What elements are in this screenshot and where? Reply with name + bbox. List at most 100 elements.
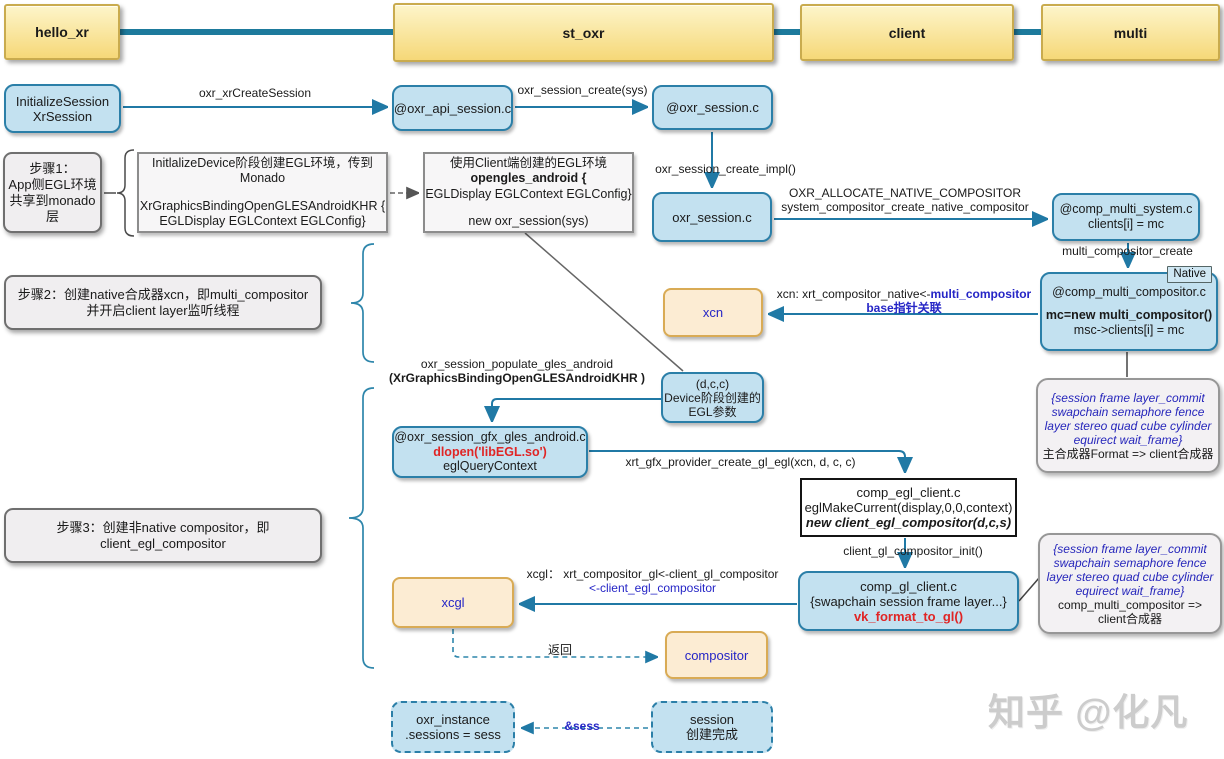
node-line: eglQueryContext [443, 459, 537, 474]
label-part: multi_compositor [930, 287, 1032, 301]
label-text: base指针关联 [866, 301, 942, 315]
label-text: OXR_ALLOCATE_NATIVE_COMPOSITOR [788, 186, 1022, 200]
label-part: xcn: xrt_compositor_native<- [776, 287, 931, 301]
label-text: system_compositor_create_native_composit… [781, 200, 1029, 214]
node-oxr-session-gfx: @oxr_session_gfx_gles_android.c dlopen('… [392, 426, 588, 478]
watermark-text: 知乎 @化凡 [988, 692, 1189, 733]
box-comp-egl-client: comp_egl_client.c eglMakeCurrent(display… [800, 478, 1017, 537]
header-multi-label: multi [1113, 24, 1148, 41]
node-line: InitializeSession [15, 93, 110, 109]
node-line: msc->clients[i] = mc [1073, 323, 1185, 337]
step3-brace [348, 387, 375, 669]
label-text: xcgl： xrt_compositor_gl<-client_gl_compo… [526, 567, 779, 581]
label-text: oxr_session_populate_gles_android [420, 357, 614, 371]
label-text: xcn: xrt_compositor_native<-multi_compos… [770, 287, 1038, 301]
node-dcc: (d,c,c) Device阶段创建的 EGL参数 [661, 372, 764, 423]
node-line: oxr_session.c [672, 209, 752, 225]
box-features-client: {session frame layer_commit swapchain se… [1038, 533, 1222, 634]
step2-brace [350, 243, 375, 363]
arrow-dcc-to-gfx [492, 398, 661, 422]
arrow-provider-create [589, 450, 905, 473]
label-text: <-client_egl_compositor [588, 581, 717, 595]
feature-line: comp_multi_compositor => [1057, 597, 1203, 612]
box-step2: 步骤2：创建native合成器xcn，即multi_compositor 并开启… [4, 275, 322, 330]
step-line: 步骤1： [29, 160, 76, 176]
label-alloc-native: OXR_ALLOCATE_NATIVE_COMPOSITOR system_co… [775, 186, 1035, 214]
label-text: oxr_xrCreateSession [198, 86, 312, 100]
node-oxr-instance: oxr_instance .sessions = sess [391, 701, 515, 753]
native-tag: Native [1167, 266, 1212, 283]
node-line: clients[i] = mc [1087, 217, 1165, 231]
node-line: @oxr_api_session.c [393, 100, 512, 116]
header-st-oxr-label: st_oxr [562, 24, 605, 41]
node-line: mc=new multi_compositor() [1045, 308, 1213, 322]
feature-line: 主合成器Format => client合成器 [1042, 446, 1214, 461]
node-line: comp_gl_client.c [860, 578, 957, 594]
box-line: EGLDisplay EGLContext EGLConfig} [425, 186, 632, 201]
feature-line: client合成器 [1097, 611, 1162, 626]
node-line: EGL参数 [688, 404, 737, 419]
watermark: 知乎 @化凡 [988, 682, 1188, 736]
header-client-label: client [888, 24, 926, 41]
step-line: 步骤3：创建非native compositor，即 [56, 519, 270, 535]
label-create-session: oxr_xrCreateSession [155, 86, 355, 100]
step-line: 并开启client layer监听线程 [86, 302, 240, 318]
feature-line: layer stereo quad cube cylinder [1046, 569, 1214, 584]
node-line: @oxr_session.c [666, 100, 759, 115]
label-session-create-impl: oxr_session_create_impl() [633, 162, 818, 176]
node-line: @oxr_session_gfx_gles_android.c [394, 430, 586, 445]
box-features-native: {session frame layer_commit swapchain se… [1036, 378, 1220, 473]
node-initialize-session: InitializeSession XrSession [4, 84, 121, 133]
node-comp-multi-compositor: Native @comp_multi_compositor.c mc=new m… [1040, 266, 1218, 351]
label-return: 返回 [538, 643, 582, 657]
label-text: oxr_session_create(sys) [517, 83, 648, 97]
node-oxr-session-hdr: @oxr_session.c [652, 85, 773, 130]
box-line: EGLDisplay EGLContext EGLConfig} [159, 214, 366, 228]
node-xcgl-label: xcgl [441, 595, 465, 610]
box-line: InitlalizeDevice阶段创建EGL环境，传到 [152, 155, 373, 170]
step-line: App侧EGL环境 [8, 176, 97, 192]
header-hello-xr: hello_xr [4, 4, 120, 60]
node-oxr-session: oxr_session.c [652, 192, 772, 242]
node-xcgl: xcgl [392, 577, 514, 628]
node-comp-multi-system: @comp_multi_system.c clients[i] = mc [1052, 193, 1200, 241]
node-xcn-label: xcn [702, 305, 724, 320]
label-text: multi_compositor_create [1062, 244, 1193, 258]
node-line: session [689, 712, 735, 727]
box-line: comp_egl_client.c [856, 485, 961, 500]
box-line: opengles_android { [470, 171, 587, 185]
node-compositor: compositor [665, 631, 768, 679]
box-line: Monado [239, 171, 286, 185]
feature-line: equirect wait_frame} [1075, 583, 1185, 598]
box-line: 使用Client端创建的EGL环境 [450, 155, 607, 170]
node-line-dlopen: dlopen('libEGL.so') [433, 444, 547, 459]
node-line: XrSession [32, 108, 93, 124]
feature-line: {session frame layer_commit [1051, 390, 1205, 405]
node-oxr-api-session: @oxr_api_session.c [392, 85, 513, 131]
step-line: 步骤2：创建native合成器xcn，即multi_compositor [17, 286, 309, 302]
label-text: 返回 [547, 643, 572, 657]
line-glclient-to-features [1018, 577, 1040, 602]
box-step1: 步骤1： App侧EGL环境 共享到monado层 [3, 152, 102, 233]
box-line: new oxr_session(sys) [468, 214, 589, 228]
node-line-vkformat: vk_format_to_gl() [853, 608, 964, 624]
node-line: .sessions = sess [405, 727, 501, 742]
node-xcn: xcn [663, 288, 763, 337]
node-line: @comp_multi_system.c [1059, 202, 1193, 216]
label-text: oxr_session_create_impl() [655, 162, 796, 176]
header-multi: multi [1041, 4, 1220, 61]
feature-line: layer stereo quad cube cylinder [1044, 418, 1212, 433]
label-xcn-assign: xcn: xrt_compositor_native<-multi_compos… [770, 287, 1038, 315]
feature-line: swapchain semaphore fence [1053, 555, 1207, 570]
step-line: client_egl_compositor [100, 535, 226, 551]
label-populate-gles: oxr_session_populate_gles_android (XrGra… [372, 357, 662, 385]
feature-line: {session frame layer_commit [1053, 541, 1207, 556]
node-session-done: session 创建完成 [651, 701, 773, 753]
label-gl-compositor-init: client_gl_compositor_init() [818, 544, 1008, 558]
node-line: Device阶段创建的 [664, 390, 761, 405]
label-provider-create: xrt_gfx_provider_create_gl_egl(xcn, d, c… [608, 455, 873, 469]
label-sess-ref: &sess [552, 719, 612, 733]
label-text: client_gl_compositor_init() [843, 544, 983, 558]
